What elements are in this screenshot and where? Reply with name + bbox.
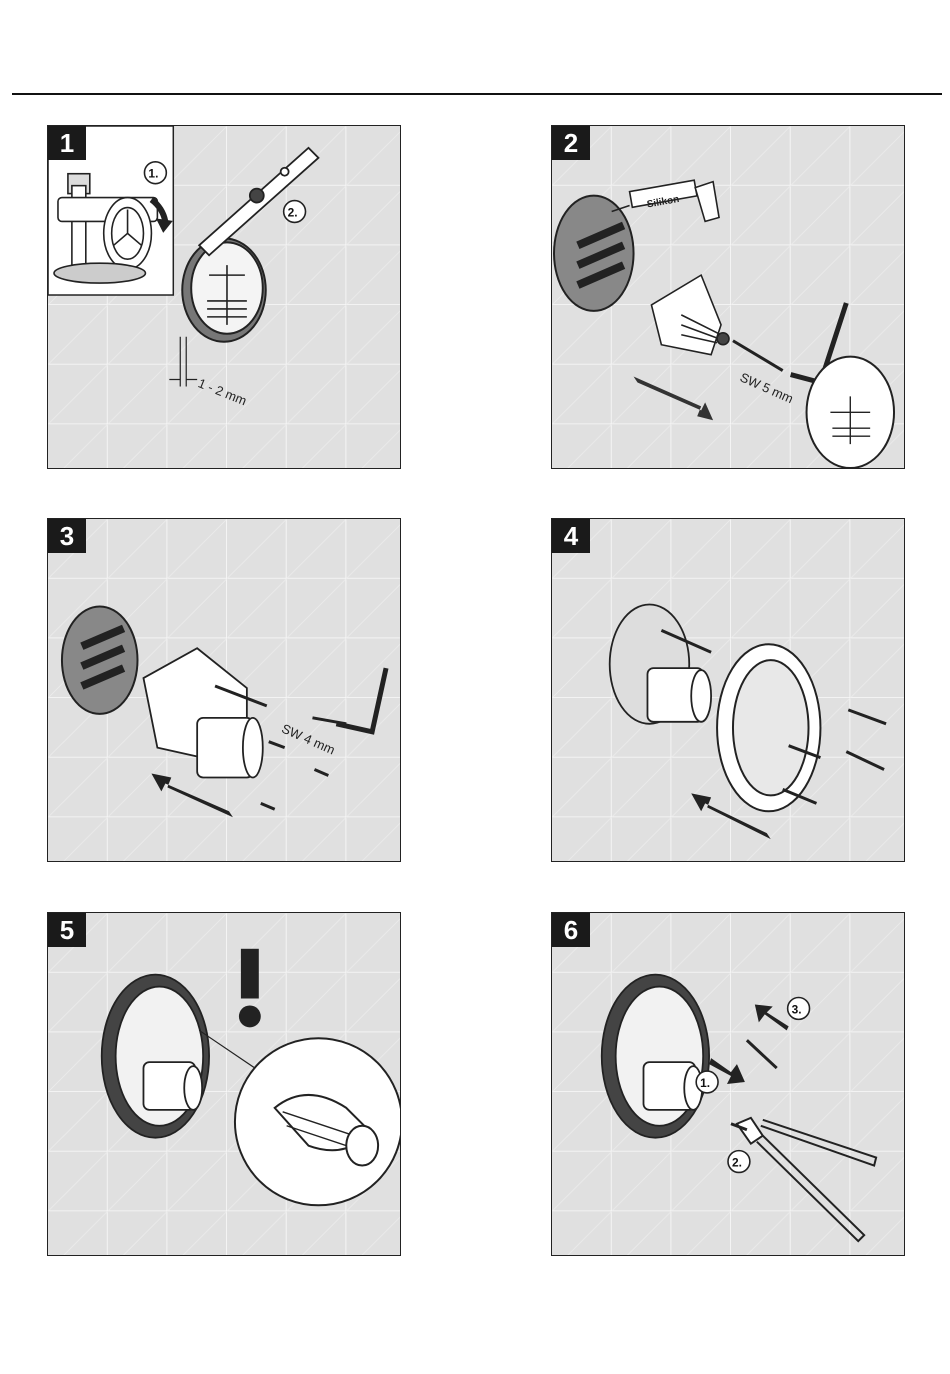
step-number-3: 3 (48, 519, 86, 553)
old-rosette-drawing (554, 196, 634, 311)
step-panel-6: 1. 3. 2. 6 (551, 912, 905, 1256)
step-panel-3: SW 4 mm 3 (47, 518, 401, 862)
step-3-illustration: SW 4 mm (48, 519, 400, 861)
step-6-illustration: 1. 3. 2. (552, 913, 904, 1255)
step-number-5: 5 (48, 913, 86, 947)
assembled-valve-drawing-6 (602, 975, 709, 1138)
step-number-6: 6 (552, 913, 590, 947)
step-6-label-2: 2. (732, 1156, 742, 1170)
exclamation-icon (239, 949, 261, 1028)
step-number-2: 2 (552, 126, 590, 160)
step-1-illustration: 1. 2. 1 - 2 mm (48, 126, 400, 468)
step-2-illustration: Silikon SW 5 mm (552, 126, 904, 468)
detail-zoom-circle (235, 1038, 400, 1205)
mounting-ring-drawing (717, 644, 820, 811)
step-6-label-1: 1. (700, 1076, 710, 1090)
step-number-1: 1 (48, 126, 86, 160)
step-1-label-2: 2. (288, 205, 298, 219)
assembled-valve-drawing (102, 975, 209, 1138)
step-number-4: 4 (552, 519, 590, 553)
step-panel-4: 4 (551, 518, 905, 862)
step-panel-1: 1. 2. 1 - 2 mm 1 (47, 125, 401, 469)
header-rule (12, 93, 942, 95)
step-4-illustration (552, 519, 904, 861)
rosette-drawing (182, 238, 266, 341)
step-6-label-3: 3. (792, 1002, 802, 1016)
step-1-label-1: 1. (148, 167, 158, 181)
rosette-drawing-3 (62, 606, 138, 713)
step-panel-2: Silikon SW 5 mm 2 (551, 125, 905, 469)
step-panel-5: 5 (47, 912, 401, 1256)
step-5-illustration (48, 913, 400, 1255)
new-rosette-drawing (807, 357, 894, 468)
